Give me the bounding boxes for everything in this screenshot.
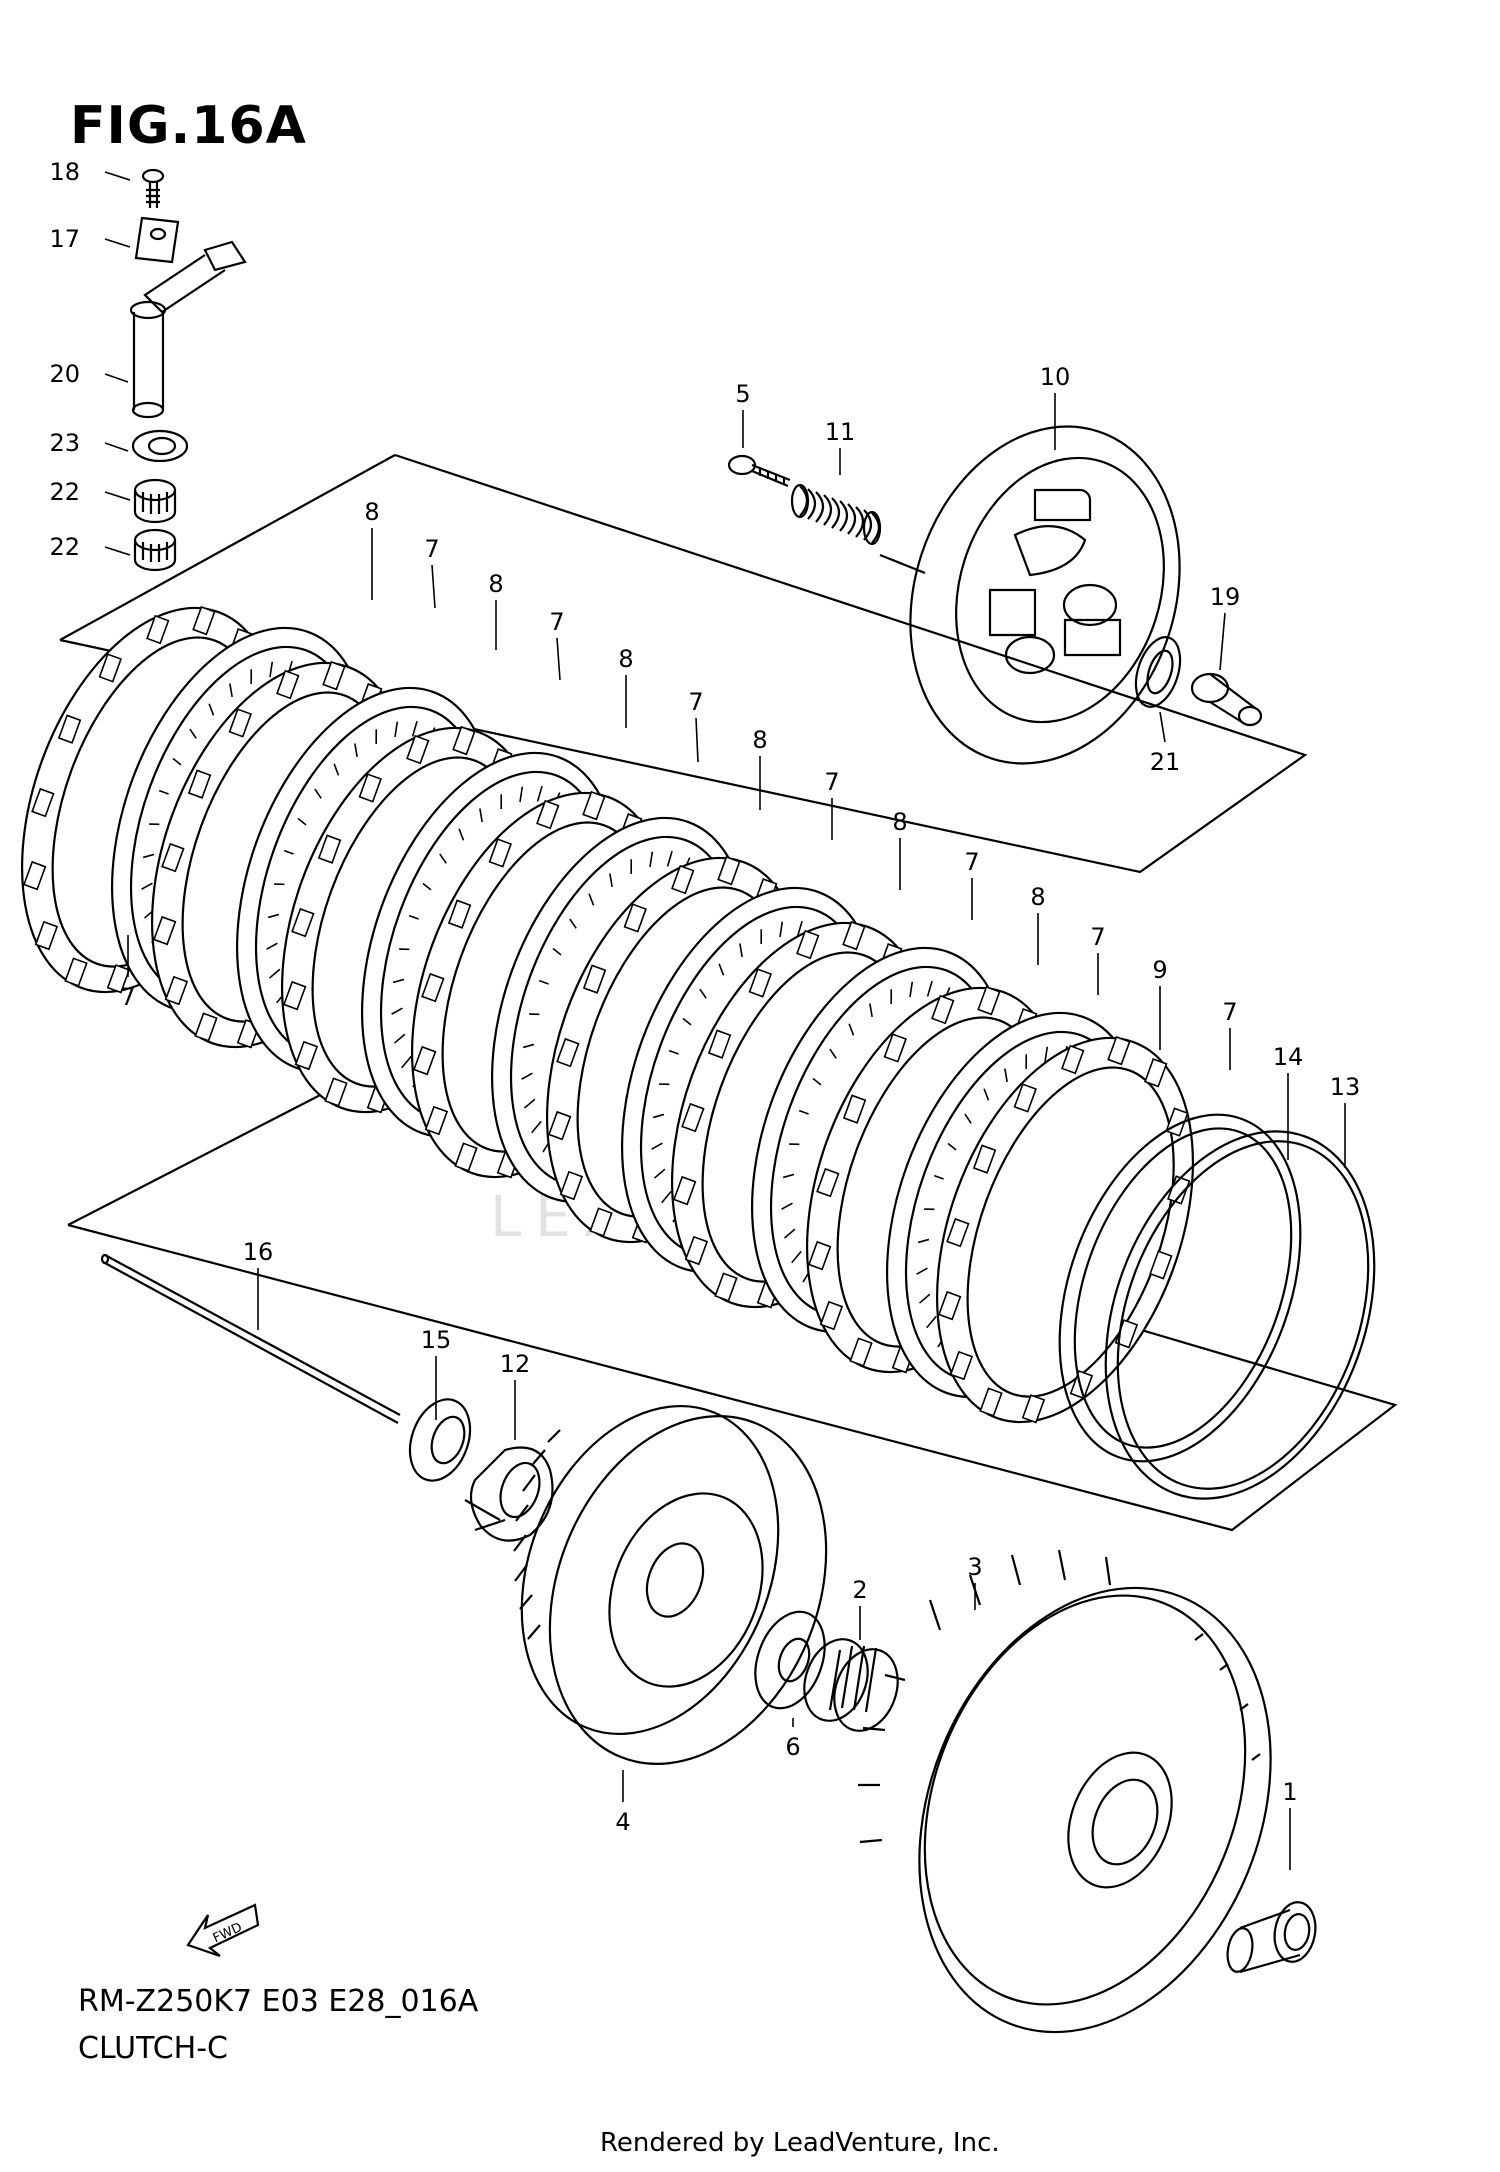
callout-number-23: 23 xyxy=(49,429,80,457)
callout-number-17: 17 xyxy=(49,225,80,253)
clutch-sleeve-hub-4 xyxy=(513,1404,828,1765)
callout-number-7: 7 xyxy=(964,848,979,876)
callout-number-9: 9 xyxy=(1152,956,1167,984)
callout-number-4: 4 xyxy=(615,1808,630,1836)
release-shaft-20 xyxy=(129,240,247,419)
callout-number-8: 8 xyxy=(618,645,633,673)
release-shaft-assembly xyxy=(129,168,247,572)
callout-number-19: 19 xyxy=(1210,583,1241,611)
callout-leader-line xyxy=(104,546,131,556)
model-code: RM-Z250K7 E03 E28_016A xyxy=(78,1984,479,2019)
oil-seal-23 xyxy=(131,429,189,463)
callout-number-7: 7 xyxy=(688,688,703,716)
callout-number-5: 5 xyxy=(735,380,750,408)
callout-number-7: 7 xyxy=(1222,998,1237,1026)
wire-ring-13 xyxy=(1104,1130,1376,1500)
thrust-bearing-21 xyxy=(1134,636,1182,708)
callout-leader-line xyxy=(556,637,561,681)
callout-number-7: 7 xyxy=(549,608,564,636)
callout-leader-line xyxy=(1219,612,1226,671)
callout-number-8: 8 xyxy=(752,726,767,754)
spring-seat-14 xyxy=(1058,1113,1302,1463)
callout-leader-line xyxy=(1159,711,1166,743)
callout-number-15: 15 xyxy=(421,1326,452,1354)
callout-leader-line xyxy=(104,491,131,501)
figure-title: FIG.16A xyxy=(70,96,307,156)
callout-leader-line xyxy=(431,564,436,609)
callout-number-7: 7 xyxy=(120,983,135,1011)
callout-number-7: 7 xyxy=(824,768,839,796)
callout-number-6: 6 xyxy=(785,1733,800,1761)
clutch-housing-3 xyxy=(858,1549,1272,2034)
callout-leader-line xyxy=(104,442,129,452)
callout-number-13: 13 xyxy=(1330,1073,1361,1101)
callout-number-21: 21 xyxy=(1150,748,1181,776)
bolt-5 xyxy=(727,454,791,488)
callout-leader-line xyxy=(104,373,129,383)
bearing-22-upper xyxy=(133,478,177,524)
bolt-18 xyxy=(141,168,165,208)
callout-number-20: 20 xyxy=(49,360,80,388)
footer-credit: Rendered by LeadVenture, Inc. xyxy=(600,2128,1000,2158)
lock-washer-12 xyxy=(464,1446,554,1542)
clutch-plate-stack xyxy=(21,605,1194,1424)
callout-number-10: 10 xyxy=(1040,363,1071,391)
callout-number-2: 2 xyxy=(852,1576,867,1604)
callout-number-14: 14 xyxy=(1273,1043,1304,1071)
push-rod-16 xyxy=(100,1253,401,1424)
clutch-spring-11 xyxy=(790,483,882,546)
callout-number-1: 1 xyxy=(1282,1778,1297,1806)
callout-number-7: 7 xyxy=(1090,923,1105,951)
callout-leader-line xyxy=(104,171,131,181)
pushrod-piece-19 xyxy=(1190,672,1263,727)
callout-number-8: 8 xyxy=(488,570,503,598)
callout-number-22: 22 xyxy=(49,533,80,561)
section-name: CLUTCH-C xyxy=(78,2031,228,2066)
bearing-22-lower xyxy=(133,528,177,572)
callout-number-11: 11 xyxy=(825,418,856,446)
callout-number-3: 3 xyxy=(967,1553,982,1581)
callout-number-7: 7 xyxy=(424,535,439,563)
spacer-1 xyxy=(1226,1901,1317,1974)
fwd-arrow-icon: FWD xyxy=(186,1903,260,1958)
friction-plate xyxy=(936,1035,1194,1424)
nut-15 xyxy=(408,1398,472,1482)
callout-number-22: 22 xyxy=(49,478,80,506)
pressure-plate-10 xyxy=(879,425,1181,765)
callout-number-8: 8 xyxy=(892,808,907,836)
callout-leader-line xyxy=(695,717,699,763)
needle-bearing-2 xyxy=(803,1638,899,1732)
callout-number-8: 8 xyxy=(1030,883,1045,911)
part-callouts: 1817202322225111019218787878787879714137… xyxy=(49,158,1360,1870)
upper-frame-outline xyxy=(59,453,1308,874)
callout-number-12: 12 xyxy=(500,1350,531,1378)
callout-number-18: 18 xyxy=(49,158,80,186)
callout-number-16: 16 xyxy=(243,1238,274,1266)
bracket-17 xyxy=(134,216,180,264)
callout-number-8: 8 xyxy=(364,498,379,526)
thrust-washer-6 xyxy=(754,1610,826,1710)
callout-leader-line xyxy=(104,238,131,248)
